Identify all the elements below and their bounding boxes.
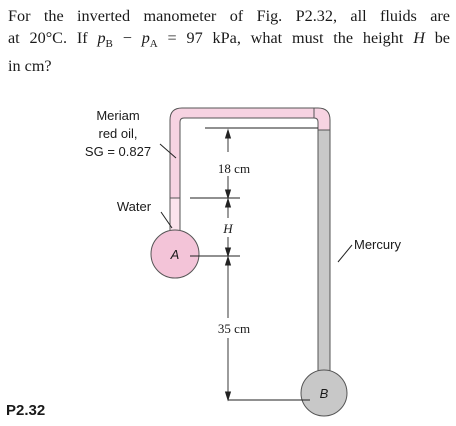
problem-line-1: For the inverted manometer of Fig. P2.32… — [8, 7, 450, 25]
oil-tube-right — [313, 107, 331, 131]
bulb-a — [150, 229, 200, 279]
dimension-h-label: H — [222, 221, 233, 236]
oil-leader — [159, 143, 177, 159]
mercury-column — [317, 129, 331, 379]
water-label: Water — [117, 199, 152, 214]
problem-statement: For the inverted manometer of Fig. P2.32… — [8, 5, 450, 77]
problem-line-3: in cm? — [8, 57, 52, 76]
bulb-b — [300, 369, 348, 417]
oil-label-line-2: red oil, — [98, 126, 137, 141]
dimension-18cm — [224, 128, 232, 200]
oil-label-line-3: SG = 0.827 — [85, 144, 151, 159]
dimension-18cm-label: 18 cm — [218, 161, 250, 176]
figure-label: P2.32 — [6, 402, 46, 419]
mercury-label: Mercury — [354, 237, 401, 252]
oil-label-line-1: Meriam — [96, 108, 139, 123]
dimension-35cm — [224, 255, 232, 402]
water-leader — [160, 211, 173, 229]
dimension-35cm-label: 35 cm — [218, 321, 250, 336]
dimension-h — [224, 197, 232, 258]
bulb-b-label: B — [320, 386, 329, 401]
mercury-leader — [337, 244, 353, 263]
bulb-a-label: A — [170, 247, 180, 262]
problem-line-2: at 20°C. If pB − pA = 97 kPa, what must … — [8, 29, 450, 51]
